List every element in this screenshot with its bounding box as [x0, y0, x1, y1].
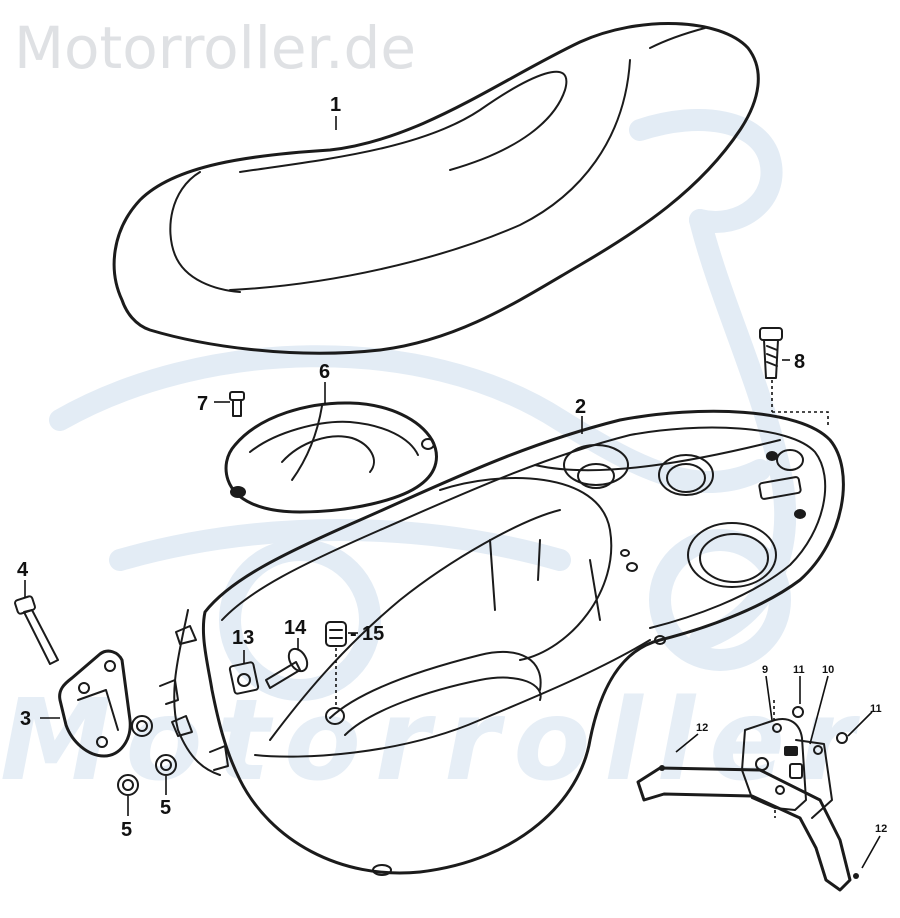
- callout-10: 10: [822, 664, 834, 676]
- callout-1: 1: [330, 94, 341, 116]
- callout-2: 2: [575, 396, 586, 418]
- callout-11b: 11: [870, 703, 882, 715]
- scooter-logo-watermark: [49, 109, 797, 701]
- watermark-lower-text: Motorroller: [0, 676, 869, 806]
- bolt-7: [229, 391, 245, 417]
- clip-13: [228, 661, 260, 695]
- callout-labels: 1 2 3 4 5 5 6 7 8 9 10 11 11 12 12 13 14…: [17, 94, 887, 841]
- storage-tub: [159, 409, 845, 876]
- screw-14: [265, 647, 309, 689]
- cover-panel: [224, 401, 438, 514]
- bolt-8: [759, 327, 829, 428]
- bolt-4: [14, 595, 59, 665]
- callout-12b: 12: [875, 823, 887, 835]
- grommet-15: [325, 621, 347, 705]
- callout-15: 15: [362, 623, 384, 645]
- seat: [112, 22, 760, 355]
- nut-5: [117, 715, 177, 796]
- callout-11a: 11: [793, 664, 805, 676]
- callout-5b: 5: [160, 797, 171, 819]
- callout-4: 4: [17, 559, 29, 581]
- callout-15-dash: -: [350, 623, 357, 645]
- watermark-site-name: Motorroller.de: [14, 14, 417, 82]
- bracket-3: [58, 649, 132, 758]
- callout-5a: 5: [121, 819, 132, 841]
- callout-3: 3: [20, 708, 31, 730]
- callout-13: 13: [232, 627, 254, 649]
- callout-14: 14: [284, 617, 307, 639]
- bracket-assembly: [636, 700, 859, 892]
- leader-lines: [24, 116, 881, 869]
- callout-9: 9: [762, 664, 768, 676]
- callout-6: 6: [319, 361, 330, 383]
- callout-7: 7: [197, 393, 208, 415]
- callout-12a: 12: [696, 722, 708, 734]
- callout-8: 8: [794, 351, 805, 373]
